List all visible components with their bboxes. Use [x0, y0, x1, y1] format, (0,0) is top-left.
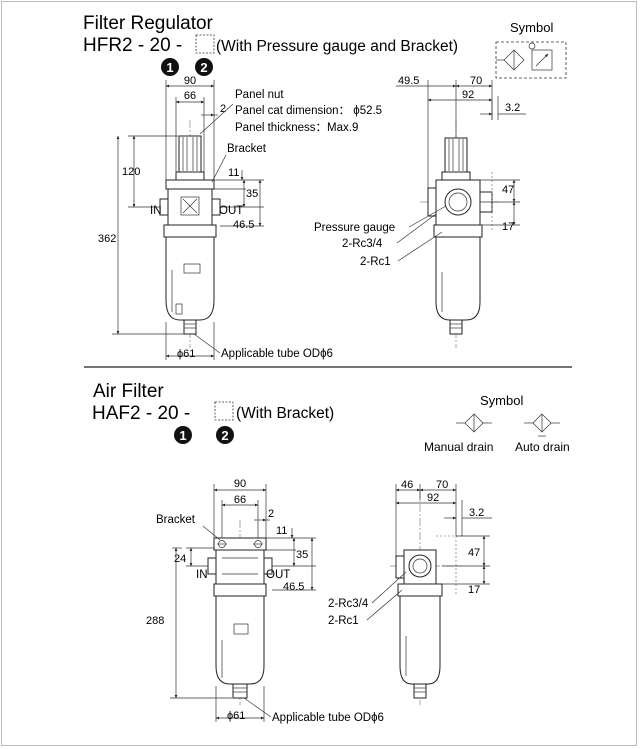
fr-dim-35: 35	[246, 188, 258, 200]
af-badge-1: 1	[174, 426, 192, 444]
fr-label-rc34: 2-Rc3/4	[342, 238, 383, 250]
fr-dim-61: ϕ61	[177, 348, 195, 360]
af-dim-35: 35	[296, 549, 308, 561]
af-leader-rc34	[371, 571, 407, 604]
af-dim-70: 70	[436, 479, 448, 491]
fr-dim-120: 120	[122, 166, 140, 178]
af-side-view	[390, 490, 462, 705]
af-leader-bracket	[202, 525, 221, 541]
fr-note-panel-cut: Panel cat dimension： ϕ52.5	[235, 105, 382, 117]
af-label-rc1: 2-Rc1	[328, 615, 359, 627]
fr-label-bracket: Bracket	[227, 143, 267, 155]
af-symbol-label: Symbol	[480, 393, 523, 408]
af-model-prefix: HAF2 - 20 -	[92, 403, 190, 424]
fr-badge-2: 2	[195, 58, 213, 76]
af-model-suffix: (With Bracket)	[236, 405, 334, 422]
fr-dim-66: 66	[184, 90, 196, 102]
fr-badge-1: 1	[161, 58, 179, 76]
svg-text:2: 2	[200, 60, 207, 75]
fr-dim-11: 11	[228, 167, 239, 179]
air-filter-section: Air Filter HAF2 - 20 - (With Bracket) 1 …	[92, 381, 570, 724]
af-dim-2: 2	[268, 508, 274, 520]
af-dim-47: 47	[468, 547, 480, 559]
fr-front-view	[159, 120, 221, 348]
af-dim-61: ϕ61	[227, 710, 245, 722]
fr-label-out: OUT	[219, 205, 243, 217]
af-label-bracket: Bracket	[156, 514, 196, 526]
af-option-box	[214, 401, 234, 421]
fr-model-prefix: HFR2 - 20 -	[83, 35, 182, 56]
fr-symbol-label: Symbol	[510, 20, 553, 35]
fr-label-in: IN	[150, 205, 162, 217]
af-title: Air Filter	[93, 381, 164, 402]
fr-leader-panel	[199, 103, 234, 135]
af-leader-tube	[243, 697, 272, 718]
fr-label-gauge: Pressure gauge	[314, 222, 395, 234]
auto-drain-symbol-icon	[524, 413, 560, 437]
fr-dim-47: 47	[502, 184, 514, 196]
fr-leader-bracket	[211, 154, 227, 183]
af-dim-92: 92	[427, 492, 439, 504]
fr-dim-362: 362	[98, 233, 116, 245]
af-dim-66: 66	[234, 494, 246, 506]
af-dim-90: 90	[234, 478, 246, 490]
af-leader-rc1	[366, 589, 403, 621]
fr-dim-46-5: 46.5	[233, 219, 254, 231]
fr-note-panel-nut: Panel nut	[235, 89, 284, 101]
af-front-dimensions: 90 66 2 11 35 46.5 24 288	[146, 478, 316, 722]
fr-label-tube: Applicable tube ODϕ6	[221, 348, 333, 360]
af-label-rc34: 2-Rc3/4	[328, 598, 369, 610]
fr-symbol-icon	[495, 41, 567, 79]
svg-text:2: 2	[221, 428, 228, 443]
fr-leader-rc1	[397, 231, 443, 262]
af-dim-46: 46	[401, 479, 413, 491]
fr-leader-tube	[193, 333, 221, 354]
af-dim-46-5: 46.5	[283, 581, 304, 593]
af-label-tube: Applicable tube ODϕ6	[272, 712, 384, 724]
af-dim-11: 11	[276, 525, 287, 537]
filter-regulator-section: Filter Regulator HFR2 - 20 - (With Press…	[83, 13, 567, 360]
fr-dim-70: 70	[470, 75, 482, 87]
fr-dim-2: 2	[220, 103, 226, 115]
af-label-in: IN	[196, 569, 208, 581]
fr-dim-90: 90	[184, 75, 196, 87]
fr-leader-rc34	[396, 213, 437, 244]
af-dim-3-2: 3.2	[469, 507, 484, 519]
af-badge-2: 2	[216, 426, 234, 444]
fr-label-rc1: 2-Rc1	[360, 256, 391, 268]
fr-leader-gauge	[408, 205, 447, 228]
fr-front-dimensions: 90 66 2 120 362 11 35 46.	[98, 75, 264, 360]
fr-model-suffix: (With Pressure gauge and Bracket)	[216, 38, 458, 55]
svg-text:1: 1	[166, 60, 173, 75]
fr-side-view	[420, 120, 500, 348]
fr-dim-17: 17	[502, 221, 514, 233]
af-dim-17: 17	[468, 584, 480, 596]
af-side-dimensions: 46 70 92 3.2 47 17	[395, 479, 492, 596]
af-dim-288: 288	[146, 615, 164, 627]
manual-drain-symbol-icon	[456, 413, 492, 433]
af-auto-drain: Auto drain	[515, 440, 570, 454]
fr-note-panel-thickness: Panel thickness：Max.9	[235, 122, 358, 134]
svg-text:1: 1	[179, 428, 186, 443]
af-label-out: OUT	[266, 569, 290, 581]
fr-side-dimensions: 49.5 70 92 3.2 47 17	[396, 75, 526, 233]
fr-title: Filter Regulator	[83, 13, 214, 34]
fr-dim-49-5: 49.5	[398, 75, 419, 87]
fr-option-box	[195, 34, 215, 54]
af-front-view	[207, 520, 273, 705]
af-manual-drain: Manual drain	[424, 440, 493, 454]
fr-dim-92: 92	[462, 89, 474, 101]
fr-dim-3-2: 3.2	[505, 102, 520, 114]
